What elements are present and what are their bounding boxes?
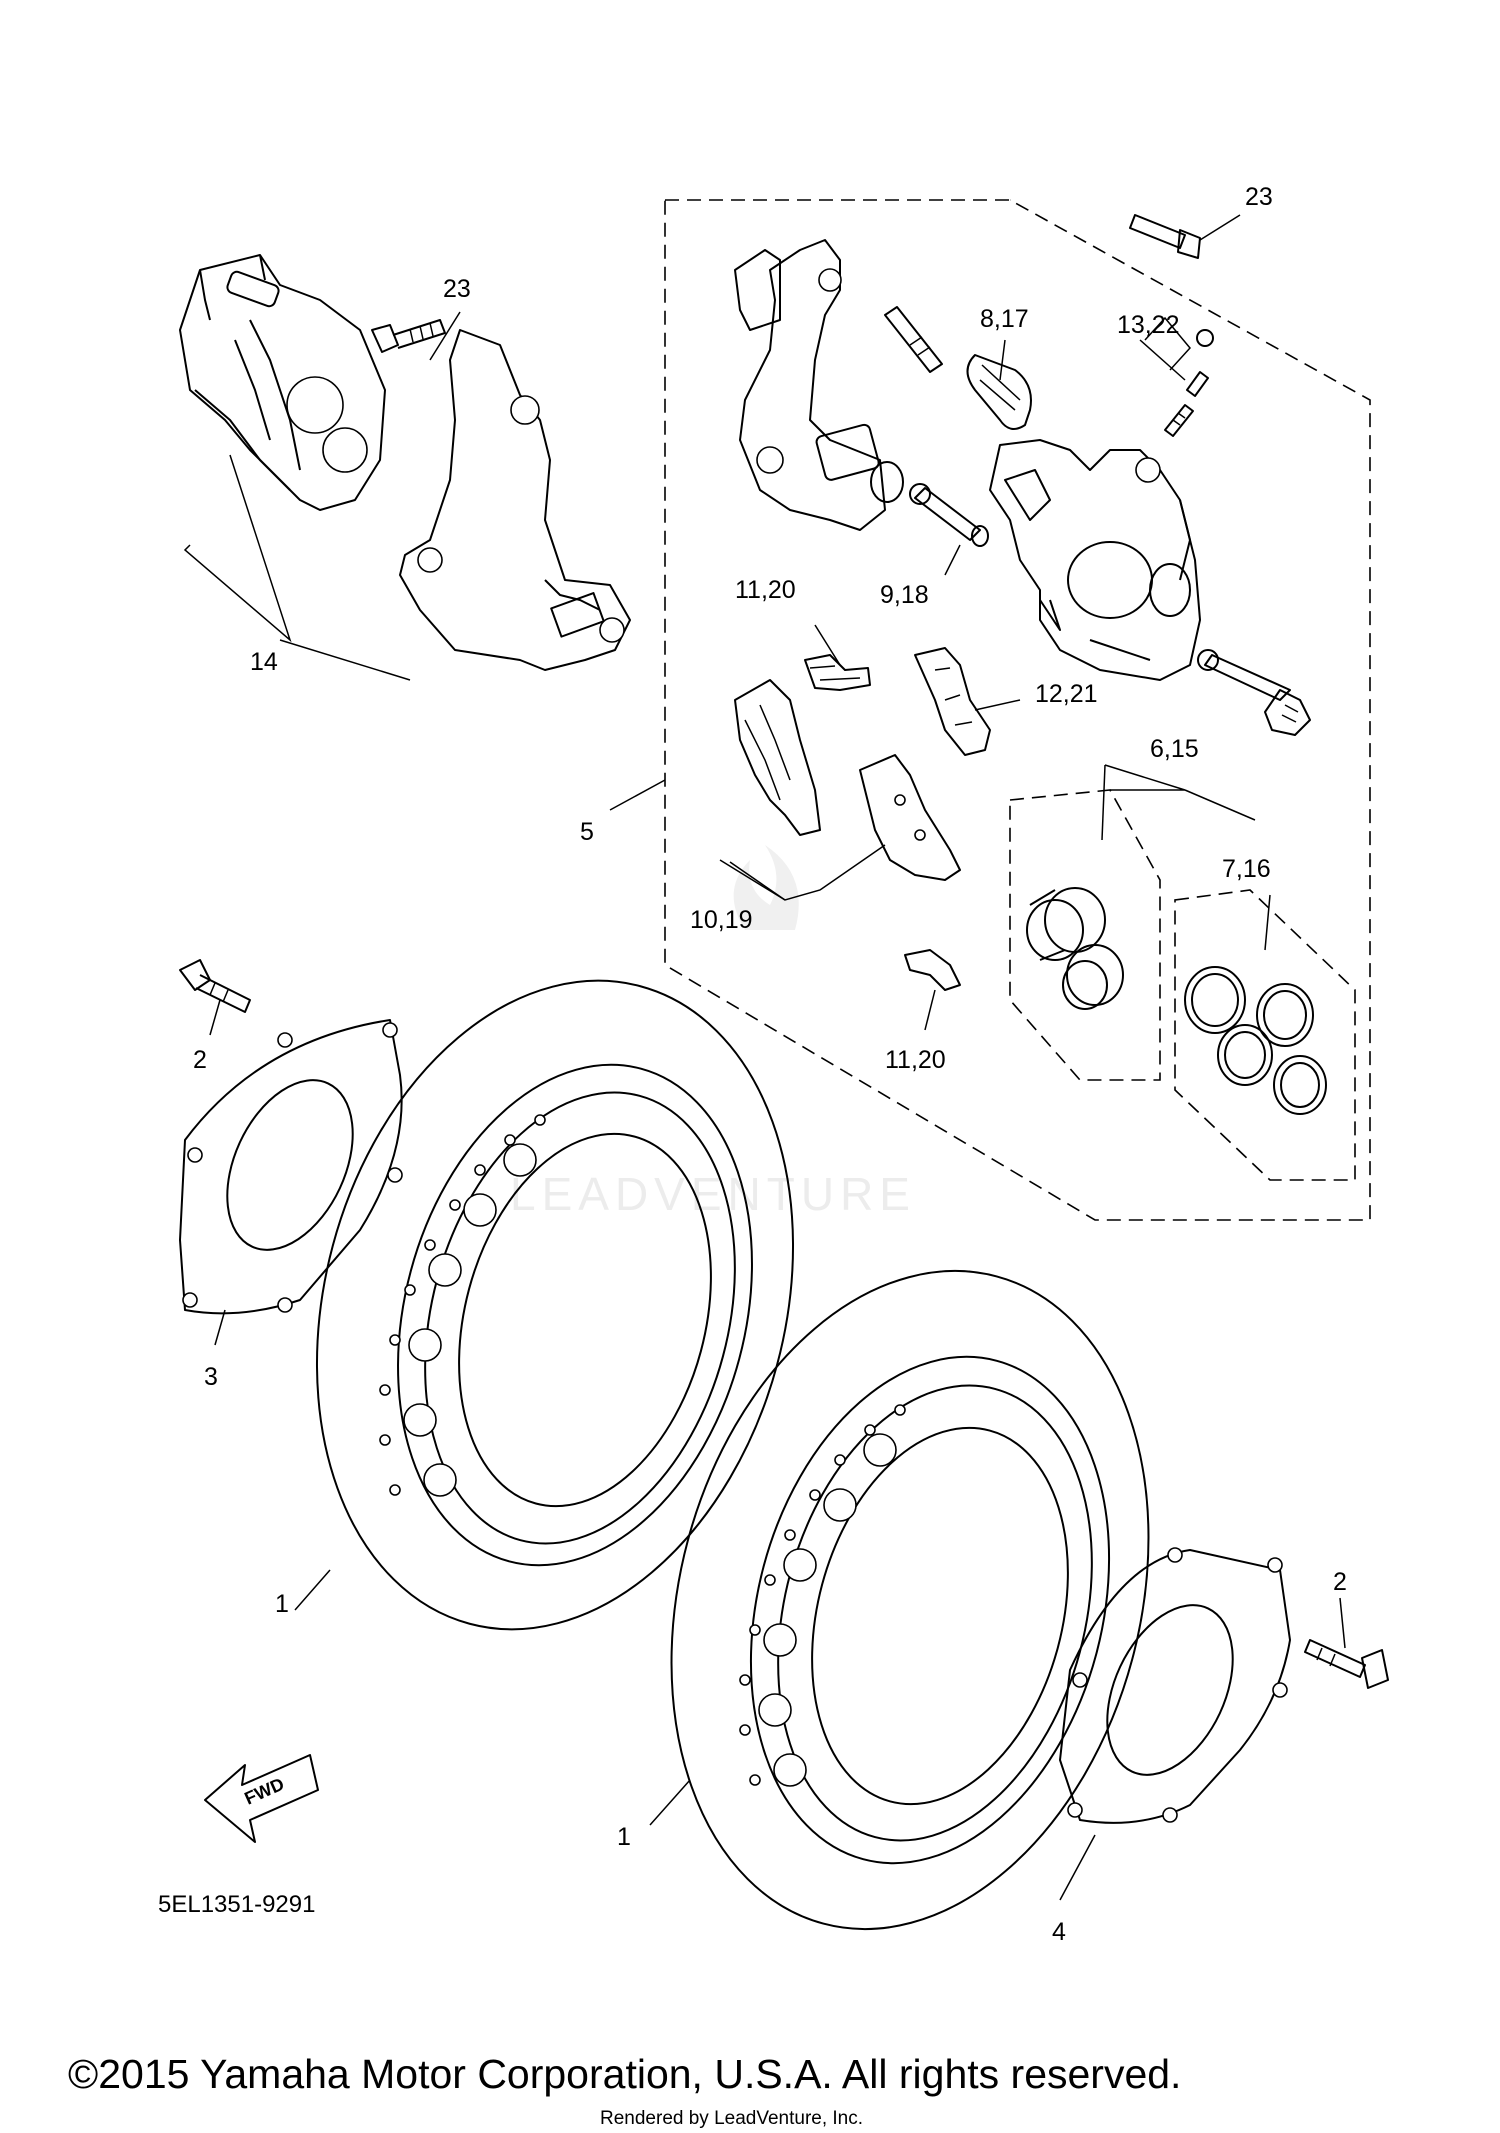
watermark: LEADVENTURE bbox=[510, 845, 916, 1220]
label-23-left: 23 bbox=[443, 275, 471, 303]
label-1-left: 1 bbox=[275, 1590, 289, 1618]
bleed-screw bbox=[1164, 329, 1214, 437]
fwd-arrow-icon: FWD bbox=[204, 1754, 319, 1843]
label-3: 3 bbox=[204, 1363, 218, 1391]
bolt-23-left bbox=[371, 319, 446, 353]
label-14: 14 bbox=[250, 648, 278, 676]
brake-pad-front bbox=[734, 679, 821, 836]
label-12-21: 12,21 bbox=[1035, 680, 1098, 708]
diagram-code: 5EL1351-9291 bbox=[158, 1891, 315, 1918]
right-caliper-bracket bbox=[734, 239, 904, 531]
right-caliper-body bbox=[989, 439, 1201, 681]
pistons bbox=[1026, 887, 1124, 1010]
pin-bolt bbox=[909, 483, 989, 547]
copyright-notice: ©2015 Yamaha Motor Corporation, U.S.A. A… bbox=[68, 2051, 1181, 2097]
caliper-kit-outline bbox=[664, 199, 1371, 1221]
brake-pad-rear bbox=[859, 754, 961, 881]
label-1-right: 1 bbox=[617, 1823, 631, 1851]
label-6-15: 6,15 bbox=[1150, 735, 1199, 763]
fwd-label: FWD bbox=[241, 1774, 287, 1809]
rubber-boot bbox=[966, 354, 1032, 430]
brake-disc-left bbox=[315, 979, 795, 1631]
label-10-19: 10,19 bbox=[690, 906, 753, 934]
bolt-2-right bbox=[1304, 1639, 1389, 1689]
label-11-20-upper: 11,20 bbox=[735, 576, 796, 604]
pad-spring bbox=[914, 647, 991, 756]
leader-lines bbox=[183, 214, 1346, 1901]
left-caliper-bracket bbox=[399, 329, 631, 671]
bolt-2-left bbox=[179, 959, 251, 1013]
guide-pin bbox=[884, 306, 943, 373]
label-9-18: 9,18 bbox=[880, 581, 929, 609]
label-5: 5 bbox=[580, 818, 594, 846]
label-8-17: 8,17 bbox=[980, 305, 1029, 333]
bolt-23-right bbox=[1129, 214, 1201, 259]
label-2-left: 2 bbox=[193, 1046, 207, 1074]
label-4: 4 bbox=[1052, 1918, 1066, 1946]
cover-plate-3 bbox=[179, 1019, 403, 1315]
brake-disc-right bbox=[670, 1269, 1150, 1931]
label-2-right: 2 bbox=[1333, 1568, 1347, 1596]
label-11-20-lower: 11,20 bbox=[885, 1046, 946, 1074]
label-7-16: 7,16 bbox=[1222, 855, 1271, 883]
label-13-22: 13,22 bbox=[1117, 311, 1180, 339]
label-23-right: 23 bbox=[1245, 183, 1273, 211]
lower-pin-bolt bbox=[1197, 649, 1311, 736]
callout-labels: 1 1 2 2 3 4 5 6,15 7,16 8,17 9,18 10,19 … bbox=[193, 183, 1347, 1946]
pad-clip-upper bbox=[804, 654, 871, 691]
pad-clip-lower bbox=[904, 949, 961, 991]
watermark-text: LEADVENTURE bbox=[510, 1168, 916, 1220]
rendered-by: Rendered by LeadVenture, Inc. bbox=[600, 2108, 863, 2129]
cover-plate-4 bbox=[1059, 1547, 1291, 1824]
left-caliper-assembly bbox=[179, 254, 386, 511]
piston-seals bbox=[1184, 966, 1327, 1115]
